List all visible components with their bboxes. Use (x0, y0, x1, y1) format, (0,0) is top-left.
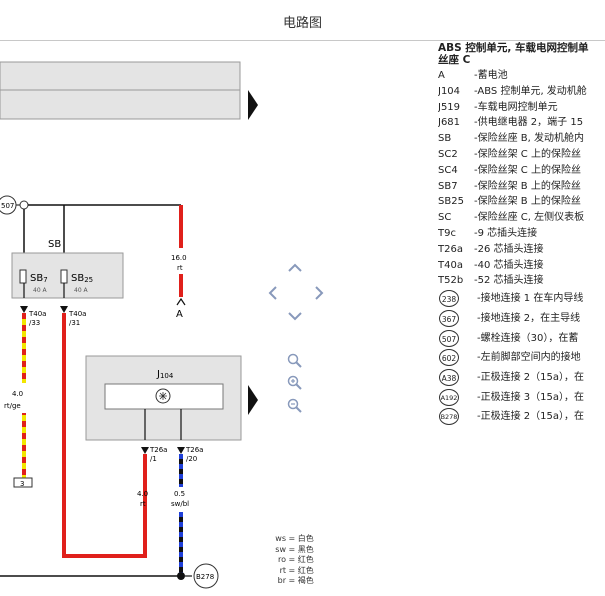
wire-color-key: ws = 白色 sw = 黑色 ro = 红色 rt = 红色 br = 褐色 (269, 534, 314, 587)
svg-text:4.0: 4.0 (12, 390, 23, 398)
zoom-out-icon (287, 398, 302, 413)
fuse-sb25 (60, 269, 68, 284)
connector-t40a-31 (60, 306, 68, 313)
legend-item: J681-供电继电器 2，端子 15 (438, 117, 584, 129)
svg-text:4.0: 4.0 (137, 490, 148, 498)
svg-text:/31: /31 (69, 319, 80, 327)
pan-right-icon (315, 286, 324, 300)
color-key-item: rt = 红色 (279, 565, 314, 575)
color-key-item: ro = 红色 (277, 555, 314, 564)
connector-box-3 (13, 477, 33, 488)
zoom-in-button[interactable] (287, 375, 302, 390)
component-legend: ABS 控制单元, 车载电网控制单 丝座 C A-蓄电池 J104-ABS 控制… (438, 42, 605, 462)
fuse-sb7 (19, 269, 27, 284)
legend-item: SC2-保险丝架 C 上的保险丝 (438, 148, 581, 160)
pan-up-button[interactable] (287, 263, 303, 273)
title-bar: 电路图 (0, 0, 605, 41)
svg-text:T40a: T40a (68, 310, 86, 318)
svg-text:sw/bl: sw/bl (171, 500, 189, 508)
svg-text:T26a: T26a (149, 446, 167, 454)
ground-legend-item: 238-接地连接 1 在车内导线 (438, 289, 605, 309)
circuit-diagram: 507 SB SB7 40 A SB25 40 A T40a /33 T40a … (0, 61, 258, 589)
pan-down-button[interactable] (287, 311, 303, 321)
svg-text:/33: /33 (29, 319, 40, 327)
continue-arrow-top[interactable] (248, 90, 258, 120)
zoom-in-icon (287, 375, 302, 390)
zoom-fit-icon (287, 353, 302, 368)
node-507-label: 507 (1, 202, 14, 210)
svg-text:T26a: T26a (185, 446, 203, 454)
svg-text:rt/ge: rt/ge (4, 402, 21, 410)
pan-right-button[interactable] (314, 285, 324, 301)
legend-item: T26a-26 芯插头连接 (438, 243, 544, 255)
legend-item: SB7-保险丝架 B 上的保险丝 (438, 180, 581, 192)
zoom-fit-button[interactable] (287, 353, 302, 368)
node-b278 (193, 563, 219, 589)
continue-arrow-j104[interactable] (248, 385, 258, 415)
pan-up-icon (288, 263, 302, 272)
color-key-item: sw = 黑色 (275, 544, 314, 554)
zoom-out-button[interactable] (287, 398, 302, 413)
connector-t40a-33 (20, 306, 28, 313)
svg-text:J104: J104 (156, 369, 174, 380)
legend-item: A-蓄电池 (438, 70, 508, 81)
legend-heading: ABS 控制单元, 车载电网控制单 (438, 42, 589, 54)
legend-item: SC-保险丝座 C, 左侧仪表板 (438, 212, 585, 224)
legend-items: A-蓄电池 J104-ABS 控制单元, 发动机舱 J519-车载电网控制单元 … (438, 68, 605, 289)
legend-item: J104-ABS 控制单元, 发动机舱 (438, 85, 587, 97)
window-title: 电路图 (282, 16, 322, 31)
ground-legend-item: 507-螺栓连接（30），在蓄 (438, 329, 605, 349)
connector-t26a-20 (177, 447, 185, 454)
svg-text:rt: rt (177, 264, 183, 272)
junction (19, 200, 29, 210)
svg-text:B278: B278 (196, 573, 214, 581)
legend-item: SC4-保险丝架 C 上的保险丝 (438, 164, 581, 176)
svg-text:rt: rt (140, 500, 146, 508)
color-key-item: ws = 白色 (275, 534, 314, 543)
ground-legend-item: A192-正极连接 3（15a），在 (438, 388, 605, 408)
svg-text:0.5: 0.5 (174, 490, 185, 498)
connector-t26a-1 (141, 447, 149, 454)
svg-text:/20: /20 (186, 455, 197, 463)
ground-legend-item: B278-正极连接 2（15a），在 (438, 407, 605, 427)
ground-legend-item: A38-正极连接 2（15a），在 (438, 368, 605, 388)
svg-text:40 A: 40 A (74, 287, 89, 294)
legend-item: T40a-40 芯插头连接 (438, 259, 544, 271)
pan-down-icon (288, 312, 302, 321)
legend-item: T52b-52 芯插头连接 (438, 275, 544, 287)
svg-text:SB25: SB25 (71, 273, 93, 284)
svg-text:/1: /1 (150, 455, 157, 463)
sb-label: SB (48, 239, 61, 250)
legend-heading-2: 丝座 C (438, 54, 471, 66)
svg-text:SB7: SB7 (30, 273, 48, 284)
pan-left-button[interactable] (268, 285, 278, 301)
legend-item: SB-保险丝座 B, 发动机舱内 (438, 133, 585, 145)
svg-text:16.0: 16.0 (171, 254, 187, 262)
battery-a-label: A (176, 309, 183, 320)
ground-legend-item: 367-接地连接 2，在主导线 (438, 309, 605, 329)
legend-item: J519-车载电网控制单元 (438, 101, 558, 113)
svg-text:40 A: 40 A (33, 287, 48, 294)
pan-left-icon (268, 286, 277, 300)
legend-item: SB25-保险丝架 B 上的保险丝 (438, 196, 581, 208)
color-key-item: br = 褐色 (277, 576, 314, 585)
svg-text:T40a: T40a (28, 310, 46, 318)
svg-text:3: 3 (20, 480, 24, 488)
ground-legend-item: 602-左前脚部空间内的接地 (438, 348, 605, 368)
wire-rt-sb25-j104 (62, 313, 147, 558)
legend-item: T9c-9 芯插头连接 (438, 227, 538, 239)
ground-legend-items: 238-接地连接 1 在车内导线 367-接地连接 2，在主导线 507-螺栓连… (438, 289, 605, 427)
